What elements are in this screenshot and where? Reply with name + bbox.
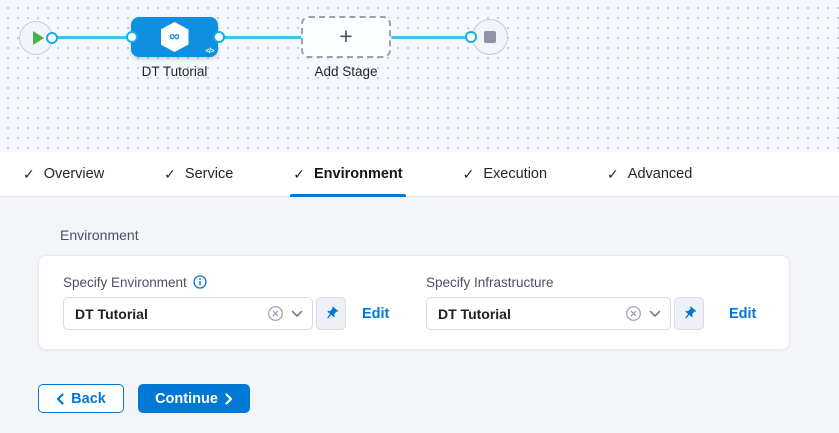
chevron-down-icon[interactable] — [649, 310, 661, 318]
environment-select[interactable] — [63, 297, 313, 330]
stage-node-dt-tutorial[interactable]: ∞ </> — [131, 17, 218, 57]
back-button[interactable]: Back — [38, 384, 124, 413]
chevron-left-icon — [57, 392, 64, 405]
check-icon: ✓ — [293, 165, 305, 182]
tab-advanced[interactable]: ✓ Advanced — [604, 152, 695, 196]
infrastructure-select-input[interactable] — [427, 305, 625, 322]
pin-infrastructure-button[interactable] — [674, 297, 704, 330]
start-node-out-port[interactable] — [46, 32, 58, 44]
section-heading-environment: Environment — [60, 227, 139, 243]
tab-execution[interactable]: ✓ Execution — [460, 152, 550, 196]
stage-out-port[interactable] — [213, 31, 225, 43]
pin-icon — [684, 306, 696, 319]
pipeline-canvas[interactable]: ∞ </> DT Tutorial + Add Stage — [0, 0, 839, 152]
environment-tab-panel: Environment Specify Environment — [0, 197, 839, 433]
clear-icon[interactable] — [267, 305, 284, 322]
environment-select-input[interactable] — [64, 305, 267, 322]
edge-stage-to-addstage — [219, 36, 304, 39]
check-icon: ✓ — [462, 165, 475, 182]
specify-infrastructure-field: Specify Infrastructure — [426, 273, 756, 330]
continue-button-label: Continue — [155, 390, 218, 407]
infinity-glyph: ∞ — [169, 28, 180, 45]
specify-environment-label: Specify Environment — [63, 274, 187, 290]
specify-environment-field: Specify Environment — [63, 273, 389, 330]
infrastructure-select[interactable] — [426, 297, 671, 330]
specify-infrastructure-label: Specify Infrastructure — [426, 274, 554, 290]
stage-in-port[interactable] — [126, 31, 138, 43]
pin-environment-button[interactable] — [316, 297, 346, 330]
stage-node-label: DT Tutorial — [141, 64, 208, 79]
continue-button[interactable]: Continue — [138, 384, 250, 413]
tab-label: Overview — [43, 166, 105, 182]
add-stage-label: Add Stage — [314, 64, 378, 79]
edge-addstage-to-end — [391, 36, 471, 39]
tab-label: Advanced — [627, 166, 693, 182]
edit-infrastructure-link[interactable]: Edit — [729, 305, 757, 322]
edge-start-to-stage — [52, 36, 136, 39]
tab-label: Service — [184, 166, 234, 182]
stage-tabbar: ✓ Overview ✓ Service ✓ Environment ✓ Exe… — [0, 152, 839, 197]
tab-label: Execution — [483, 166, 548, 182]
environment-card: Specify Environment — [38, 255, 790, 350]
play-icon — [32, 31, 44, 45]
tab-environment[interactable]: ✓ Environment — [290, 152, 406, 197]
plus-icon: + — [339, 22, 353, 49]
check-icon: ✓ — [23, 165, 35, 182]
end-node-in-port[interactable] — [465, 31, 477, 43]
check-icon: ✓ — [164, 165, 176, 182]
tab-label: Environment — [314, 166, 403, 182]
tab-service[interactable]: ✓ Service — [161, 152, 236, 196]
chevron-down-icon[interactable] — [291, 310, 303, 318]
wizard-footer: Back Continue — [38, 384, 250, 413]
pin-icon — [326, 306, 338, 319]
pipeline-end-node[interactable] — [472, 19, 508, 55]
add-stage-button[interactable]: + — [301, 16, 391, 58]
deployment-hexagon-icon: ∞ — [160, 22, 189, 52]
code-icon: </> — [205, 48, 214, 55]
back-button-label: Back — [71, 390, 106, 407]
check-icon: ✓ — [607, 165, 619, 182]
clear-icon[interactable] — [625, 305, 642, 322]
tab-overview[interactable]: ✓ Overview — [20, 152, 107, 196]
edit-environment-link[interactable]: Edit — [362, 305, 390, 322]
chevron-right-icon — [225, 392, 233, 405]
stop-icon — [484, 31, 496, 43]
info-icon[interactable] — [193, 275, 207, 289]
